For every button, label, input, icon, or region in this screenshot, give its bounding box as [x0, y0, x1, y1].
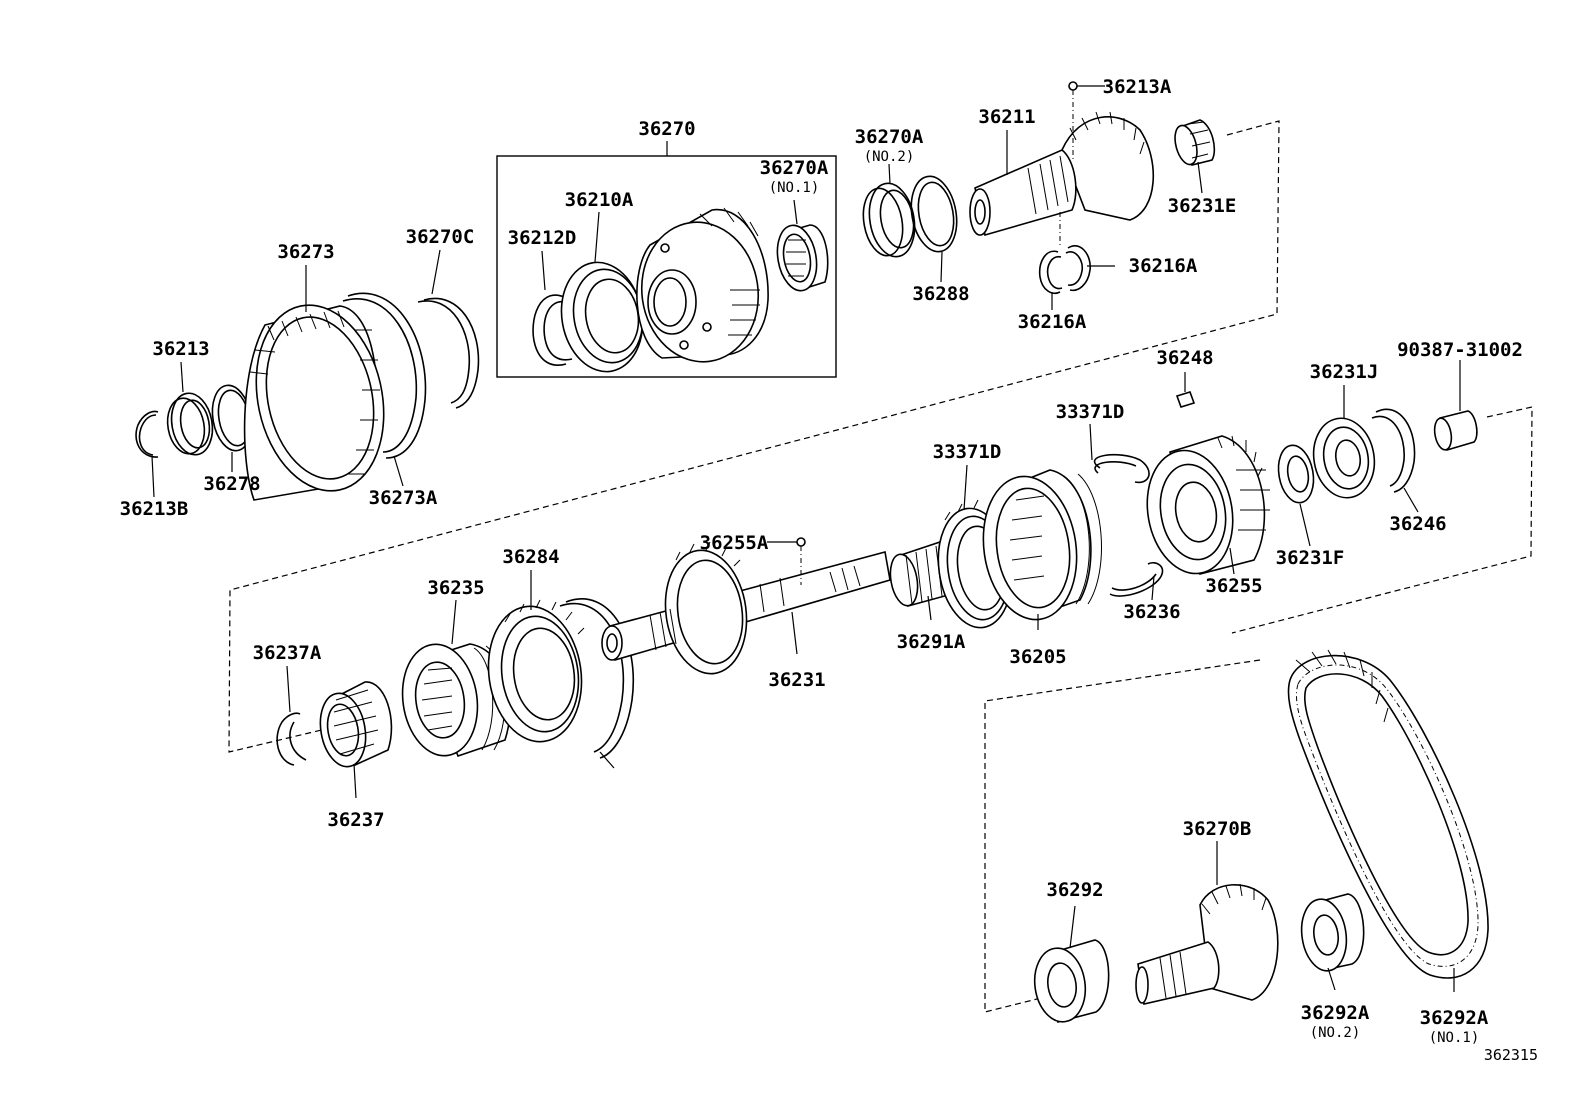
- callout-36213b[interactable]: 36213B: [120, 498, 189, 520]
- callout-36235[interactable]: 36235: [427, 577, 484, 599]
- part-36273[interactable]: [240, 293, 400, 503]
- callout-36288[interactable]: 36288: [912, 283, 969, 305]
- part-36216A-upper[interactable]: [1065, 245, 1091, 292]
- part-36231E[interactable]: [1171, 119, 1216, 167]
- part-36270A-no2[interactable]: [858, 180, 920, 261]
- part-36212D[interactable]: [532, 294, 573, 366]
- callout-36212d[interactable]: 36212D: [508, 227, 577, 249]
- part-36231F[interactable]: [1371, 408, 1416, 493]
- callout-36278[interactable]: 36278: [203, 473, 260, 495]
- callout-36270b[interactable]: 36270B: [1183, 818, 1252, 840]
- callout-36270a[interactable]: 36270A: [760, 157, 829, 179]
- callout-36255[interactable]: 36255: [1205, 575, 1262, 597]
- part-36273A[interactable]: [342, 292, 427, 459]
- part-36231J[interactable]: [1308, 413, 1381, 502]
- callout-36231f[interactable]: 36231F: [1276, 547, 1345, 569]
- part-36205[interactable]: [1138, 435, 1270, 580]
- part-36292A-no1[interactable]: [1297, 893, 1365, 974]
- part-36236[interactable]: [974, 469, 1102, 626]
- callout-36246[interactable]: 36246: [1389, 513, 1446, 535]
- part-36270A-no1[interactable]: [773, 222, 829, 294]
- part-36288[interactable]: [906, 173, 963, 255]
- callout-36273a[interactable]: 36273A: [369, 487, 438, 509]
- part-33371D-upper[interactable]: [1093, 453, 1150, 484]
- callout-36213a[interactable]: 36213A: [1103, 76, 1172, 98]
- part-36235[interactable]: [396, 639, 511, 760]
- callout-36248[interactable]: 36248: [1156, 347, 1213, 369]
- part-36216A-lower[interactable]: [1038, 250, 1063, 294]
- callout-36270a[interactable]: 36270A: [855, 126, 924, 148]
- upper-shaft-dashed-boundary: [228, 120, 1280, 753]
- part-36213[interactable]: [163, 390, 217, 458]
- part-36270B[interactable]: [559, 598, 634, 769]
- part-36255[interactable]: [1274, 442, 1318, 505]
- lower-shaft-dashed-boundary: [1231, 406, 1533, 634]
- callout-90387-31002[interactable]: 90387-31002: [1397, 339, 1523, 361]
- part-36293[interactable]: [1287, 649, 1489, 979]
- part-36292A-no2[interactable]: [1030, 939, 1110, 1025]
- callout-36284[interactable]: 36284: [502, 546, 559, 568]
- callout-36211[interactable]: 36211: [978, 106, 1035, 128]
- part-36237A[interactable]: [276, 712, 307, 766]
- callout-36216a[interactable]: 36216A: [1129, 255, 1198, 277]
- group-label: 36270: [638, 118, 695, 140]
- callout-36213[interactable]: 36213: [152, 338, 209, 360]
- callout-36210a[interactable]: 36210A: [565, 189, 634, 211]
- part-33371D-lower[interactable]: [1109, 562, 1164, 597]
- callout-36255a[interactable]: 36255A: [700, 532, 769, 554]
- part-36248[interactable]: [1175, 391, 1196, 408]
- leader-lines: [151, 85, 1461, 992]
- callout-36292a[interactable]: 36292A: [1420, 1007, 1489, 1029]
- callout-36231[interactable]: 36231: [768, 669, 825, 691]
- part-36284[interactable]: [480, 599, 590, 748]
- part-90387-31002[interactable]: [1432, 410, 1478, 452]
- callout-sub-36292a: (NO.1): [1429, 1030, 1480, 1046]
- callout-36236[interactable]: 36236: [1123, 601, 1180, 623]
- callout-36231e[interactable]: 36231E: [1168, 195, 1237, 217]
- output-shaft-dashed-boundary: [984, 659, 1261, 1013]
- callout-36216a[interactable]: 36216A: [1018, 311, 1087, 333]
- callout-36237a[interactable]: 36237A: [253, 642, 322, 664]
- callout-36270c[interactable]: 36270C: [406, 226, 475, 248]
- callout-36292a[interactable]: 36292A: [1301, 1002, 1370, 1024]
- callout-36205[interactable]: 36205: [1009, 646, 1066, 668]
- part-36270C[interactable]: [417, 297, 480, 409]
- part-36237[interactable]: [315, 681, 393, 770]
- figure-number: 362315: [1484, 1046, 1538, 1064]
- callout-33371d[interactable]: 33371D: [933, 441, 1002, 463]
- callout-sub-36292a: (NO.2): [1310, 1025, 1361, 1041]
- part-36211[interactable]: [969, 111, 1155, 237]
- callout-sub-36270a: (NO.2): [864, 149, 915, 165]
- part-36231[interactable]: [601, 541, 891, 679]
- callout-36237[interactable]: 36237: [327, 809, 384, 831]
- callout-36292[interactable]: 36292: [1046, 879, 1103, 901]
- callout-36273[interactable]: 36273: [277, 241, 334, 263]
- part-36270-carrier[interactable]: [633, 207, 769, 369]
- callout-36291a[interactable]: 36291A: [897, 631, 966, 653]
- callout-sub-36270a: (NO.1): [769, 180, 820, 196]
- part-36213B[interactable]: [135, 410, 159, 458]
- callout-33371d[interactable]: 33371D: [1056, 401, 1125, 423]
- callout-36231j[interactable]: 36231J: [1310, 361, 1379, 383]
- part-36292[interactable]: [1135, 883, 1279, 1005]
